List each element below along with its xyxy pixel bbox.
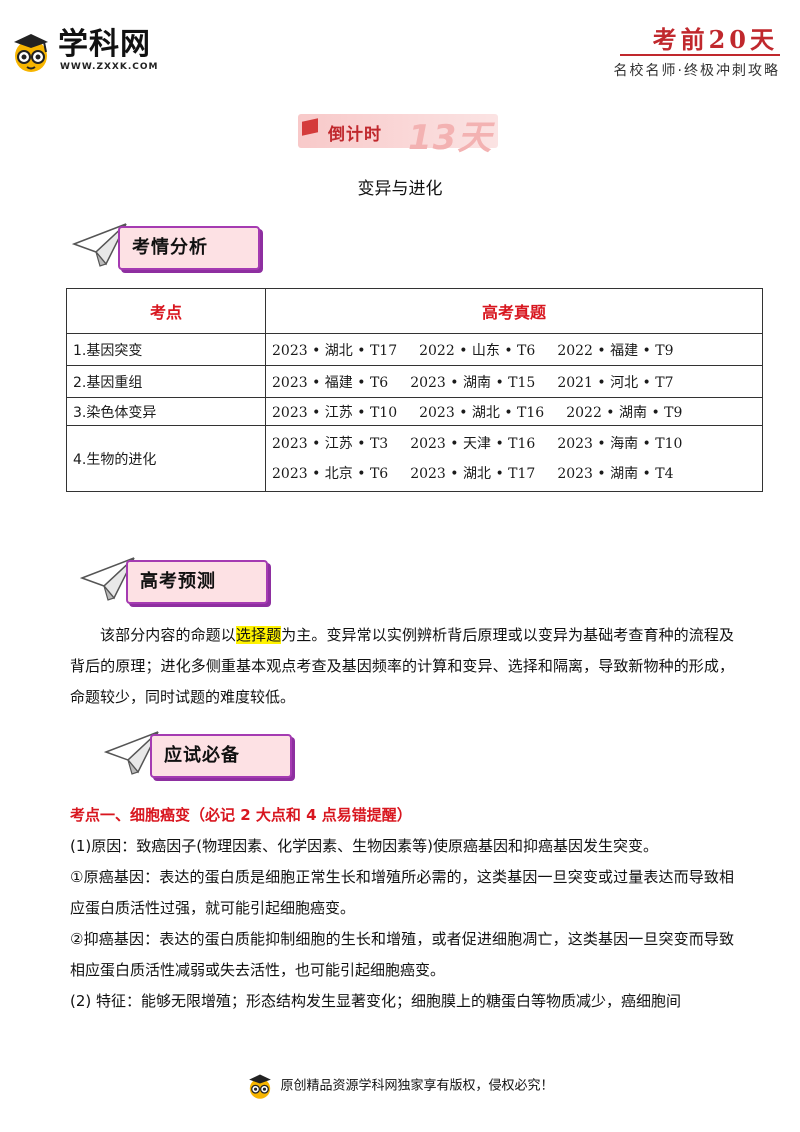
source-item: 2023 • 江苏 • T10 — [272, 404, 398, 421]
table-cell-topic: 4.生物的进化 — [66, 425, 266, 492]
document-title: 变异与进化 — [357, 179, 443, 199]
table-cell-sources: 2023 • 江苏 • T10 2023 • 湖北 • T16 2022 • 湖南 … — [265, 397, 763, 426]
source-line: 2023 • 北京 • T6 2023 • 湖北 • T17 2023 • 湖南 •… — [272, 459, 756, 489]
essentials-content: 考点一、细胞癌变（必记 2 大点和 4 点易错提醒） (1)原因：致癌因子(物理… — [70, 800, 734, 1017]
table-cell-sources: 2023 • 福建 • T6 2023 • 湖南 • T15 2021 • 河北 •… — [265, 365, 763, 398]
content-line: ②抑癌基因：表达的蛋白质能抑制细胞的生长和增殖，或者促进细胞凋亡，这类基因一旦突… — [70, 930, 734, 979]
content-line: ①原癌基因：表达的蛋白质是细胞正常生长和增殖所必需的，这类基因一旦突变或过量表达… — [70, 868, 734, 917]
site-logo[interactable]: 学科网 WWW.ZXXK.COM — [10, 28, 170, 78]
countdown-days: 13天 — [408, 118, 493, 158]
source-item: 2023 • 湖北 • T17 — [410, 465, 536, 482]
table-cell-sources: 2023 • 江苏 • T3 2023 • 天津 • T16 2023 • 海南 •… — [265, 425, 763, 492]
logo-url: WWW.ZXXK.COM — [60, 62, 159, 72]
table-cell-topic: 1.基因突变 — [66, 333, 266, 366]
highlighted-term: 选择题 — [235, 626, 282, 644]
owl-mascot-icon — [14, 34, 48, 72]
source-item: 2023 • 湖北 • T17 — [272, 342, 398, 359]
table-row: 2.基因重组 2023 • 福建 • T6 2023 • 湖南 • T15 2021… — [66, 365, 763, 398]
series-subtitle: 名校名师·终极冲刺攻略 — [613, 63, 780, 79]
section-box — [118, 226, 260, 270]
section-label: 应试必备 — [164, 745, 240, 766]
topic-heading: 考点一、细胞癌变（必记 2 大点和 4 点易错提醒） — [70, 806, 412, 824]
table-cell-topic: 2.基因重组 — [66, 365, 266, 398]
forecast-text: 为主。变异常以实例辨析背后原理或以变异为基础考查育种的流程及背后的原理；进化多侧… — [70, 626, 734, 706]
table-header-topic: 考点 — [66, 288, 266, 334]
series-title: 考前20天 — [652, 25, 778, 54]
section-box — [126, 560, 268, 604]
countdown-banner: 倒计时 13天 — [298, 108, 508, 158]
copyright-text: 原创精品资源学科网独家享有版权，侵权必究！ — [280, 1078, 554, 1094]
section-box — [150, 734, 292, 778]
source-item: 2022 • 福建 • T9 — [557, 342, 674, 359]
section-header-essentials: 应试必备 — [104, 730, 304, 780]
source-item: 2021 • 河北 • T7 — [557, 374, 674, 391]
source-item: 2022 • 湖南 • T9 — [566, 404, 683, 421]
content-line: (1)原因：致癌因子(物理因素、化学因素、生物因素等)使原癌基因和抑癌基因发生突… — [70, 837, 658, 855]
section-label: 考情分析 — [132, 237, 208, 258]
section-header-forecast: 高考预测 — [80, 556, 280, 606]
source-item: 2023 • 江苏 • T3 — [272, 435, 389, 452]
source-item: 2023 • 湖南 • T15 — [410, 374, 536, 391]
countdown-prefix: 倒计时 — [328, 125, 382, 145]
table-header-row: 考点 高考真题 — [66, 288, 763, 334]
table-header-sources: 高考真题 — [265, 288, 763, 334]
logo-text: 学科网 — [58, 27, 151, 62]
source-item: 2023 • 福建 • T6 — [272, 374, 389, 391]
source-item: 2022 • 山东 • T6 — [419, 342, 536, 359]
copyright-footer: 原创精品资源学科网独家享有版权，侵权必究！ — [0, 1072, 800, 1100]
source-item: 2023 • 湖南 • T4 — [557, 465, 674, 482]
forecast-paragraph: 该部分内容的命题以选择题为主。变异常以实例辨析背后原理或以变异为基础考查育种的流… — [70, 620, 734, 713]
table-cell-sources: 2023 • 湖北 • T17 2022 • 山东 • T6 2022 • 福建 •… — [265, 333, 763, 366]
owl-mascot-icon — [249, 1074, 272, 1099]
section-label: 高考预测 — [140, 571, 216, 592]
source-line: 2023 • 江苏 • T3 2023 • 天津 • T16 2023 • 海南 •… — [272, 429, 756, 459]
table-cell-topic: 3.染色体变异 — [66, 397, 266, 426]
table-row: 1.基因突变 2023 • 湖北 • T17 2022 • 山东 • T6 2022… — [66, 333, 763, 366]
section-header-analysis: 考情分析 — [72, 222, 272, 272]
countdown-bar — [298, 114, 498, 148]
source-item: 2023 • 海南 • T10 — [557, 435, 683, 452]
source-item: 2023 • 湖北 • T16 — [419, 404, 545, 421]
source-item: 2023 • 天津 • T16 — [410, 435, 536, 452]
content-line: (2) 特征：能够无限增殖；形态结构发生显著变化；细胞膜上的糖蛋白等物质减少，癌… — [70, 992, 682, 1010]
header-divider — [620, 54, 780, 56]
forecast-text: 该部分内容的命题以 — [100, 626, 236, 644]
exam-points-table: 考点 高考真题 1.基因突变 2023 • 湖北 • T17 2022 • 山东 … — [66, 288, 763, 492]
source-item: 2023 • 北京 • T6 — [272, 465, 389, 482]
